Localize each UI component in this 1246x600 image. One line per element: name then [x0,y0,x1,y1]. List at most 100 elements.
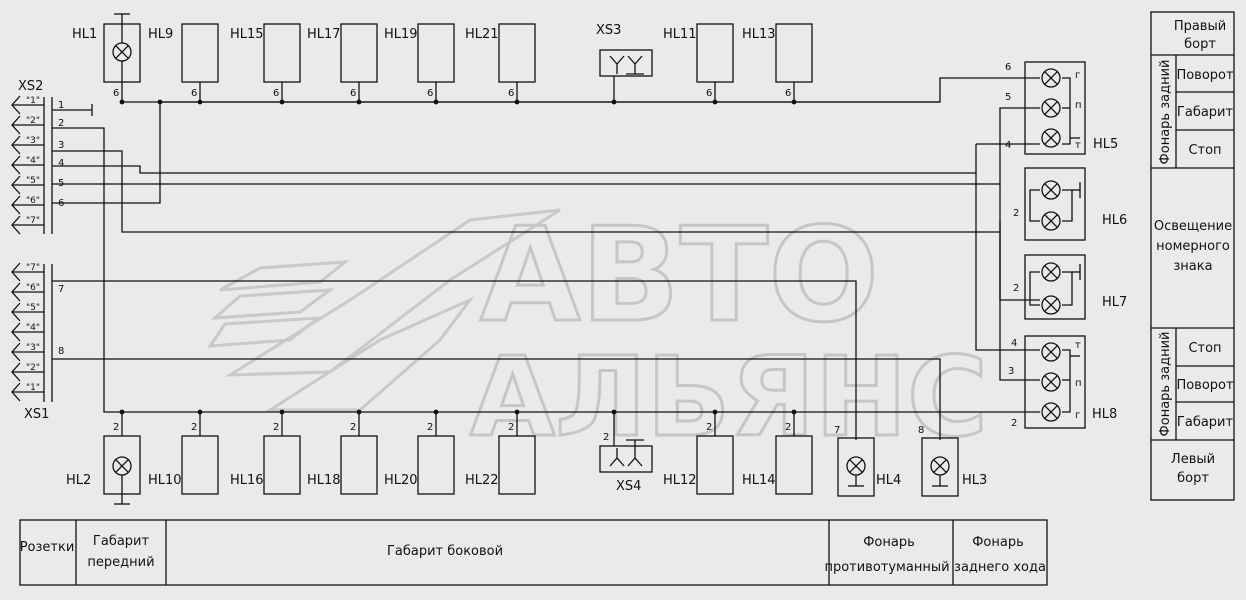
rear-lamp-bulbs [846,68,1061,487]
connector-xs4: XS4 2 [599,412,653,494]
connector-pin-label: "5" [26,303,40,313]
bottom-lamp: HL16 2 [230,409,301,495]
connector-pin-label: "1" [26,96,40,106]
marker-label-bottom: Габарит [1177,415,1234,430]
hl7-label: HL7 [1102,295,1127,310]
fog-lamp-line-2: противотуманный [824,560,949,575]
xs1-pin-group: "7""6""5""4""3""2""1" [11,262,44,402]
bottom-lamp-wire-num: 2 [508,422,514,433]
bottom-lamp-wire-num: 2 [427,422,433,433]
bottom-legend-table: Розетки Габарит передний Габарит боковой… [19,519,1048,586]
wire-num-hl5-4: 4 [1005,140,1011,151]
bottom-lamp-label: HL2 [66,473,91,488]
xs2-label: XS2 [18,79,43,94]
wire-num-7: 7 [58,284,64,295]
reverse-lamp-line-1: Фонарь [972,535,1024,550]
hl8-pin-g: г [1075,410,1080,421]
top-lamp-wire-num: 6 [191,88,197,99]
wire-num-6: 6 [58,198,64,209]
wire-num-8: 8 [58,346,64,357]
top-lamp-label: HL19 [384,27,418,42]
bottom-lamp-wire-num: 2 [273,422,279,433]
wire-num-hl6-2: 2 [1013,208,1019,219]
top-lamp-wire-num: 6 [427,88,433,99]
connector-pin-label: "6" [26,196,40,206]
stop-label-top: Стоп [1188,143,1221,158]
bottom-lamp-label: HL22 [465,473,499,488]
top-lamp-wire-num: 6 [113,88,119,99]
reverse-lamp-line-2: заднего хода [954,560,1046,575]
lamp-bulb-icon [1041,262,1061,282]
connector-xs3: XS3 [596,23,653,102]
bottom-lamp: HL12 2 [663,409,734,495]
bottom-lamp-label: HL14 [742,473,776,488]
bottom-lamp-label: HL12 [663,473,697,488]
top-lamp-wire-num: 6 [706,88,712,99]
plate-light-line-2: номерного [1156,239,1230,254]
rear-lamp-hl6: HL6 [1024,167,1127,241]
rear-lamp-label-top: Фонарь задний [1158,60,1173,165]
top-lamp-label: HL17 [307,27,341,42]
wire-num-hl7-2: 2 [1013,283,1019,294]
lamp-bulb-icon [1041,68,1061,88]
hl8-label: HL8 [1092,407,1117,422]
xs1-label: XS1 [24,407,49,422]
top-lamp-label: HL15 [230,27,264,42]
xs4-wire-num: 2 [603,432,609,443]
hl5-pin-p: п [1075,100,1082,111]
right-legend-panel: Правый борт Фонарь задний Поворот Габари… [1150,11,1235,501]
connector-pin-label: "3" [26,343,40,353]
top-lamp: HL16 [72,13,141,105]
lamp-bulb-icon [112,456,132,476]
lamp-bulb-icon [1041,128,1061,148]
wire-num-4: 4 [58,158,64,169]
bottom-lamp-wire-num: 2 [706,422,712,433]
lamp-bulb-icon [1041,98,1061,118]
connector-pin-label: "4" [26,323,40,333]
turn-label-bottom: Поворот [1176,378,1234,393]
wire-number-labels: 1 2 3 4 5 6 7 8 6 5 4 2 2 4 3 2 [58,62,1019,429]
wire-num-hl5-5: 5 [1005,92,1011,103]
wire-num-1: 1 [58,100,64,111]
bottom-lamp-wire-num: 2 [113,422,119,433]
top-lamp-label: HL21 [465,27,499,42]
wire-num-2: 2 [58,118,64,129]
wire-num-hl8-2: 2 [1011,418,1017,429]
plate-light-line-1: Освещение [1154,219,1232,234]
front-marker-line-2: передний [87,555,154,570]
hl3-label: HL3 [962,473,987,488]
rear-lamp-label-bottom: Фонарь задний [1158,332,1173,437]
top-lamp-label: HL9 [148,27,173,42]
hl8-pin-p: п [1075,378,1082,389]
bottom-lamp-label: HL16 [230,473,264,488]
top-lamp: HL9 6 [148,23,219,105]
bottom-lamp-label: HL10 [148,473,182,488]
wire-num-hl8-4: 4 [1011,338,1017,349]
wire-num-5: 5 [58,178,64,189]
top-lamp-label: HL11 [663,27,697,42]
hl8-pin-t: т [1075,340,1081,351]
front-marker-line-1: Габарит [93,534,150,549]
top-lamp-label: HL13 [742,27,776,42]
fog-lamp-line-1: Фонарь [863,535,915,550]
lamp-bulb-icon [1041,342,1061,362]
watermark-logo: АВТО АЛЬЯНС [207,198,989,463]
bottom-lamp-wire-num: 2 [785,422,791,433]
hl5-pin-t: т [1075,140,1081,151]
left-side-line-2: борт [1177,471,1209,486]
lamp-bulb-icon [1041,402,1061,422]
right-side-line-2: борт [1184,37,1216,52]
hl4-wire-num: 7 [834,425,840,436]
hl5-label: HL5 [1093,137,1118,152]
bottom-lamp: HL22 2 [465,409,536,495]
lamp-bulb-icon [1041,180,1061,200]
